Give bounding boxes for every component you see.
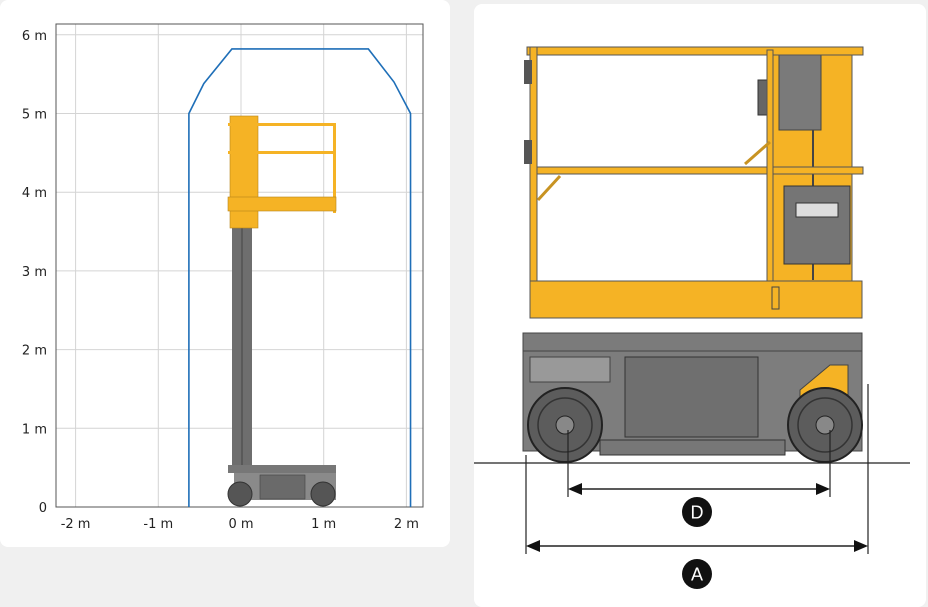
label-d: D [691, 503, 704, 523]
gate-post [333, 123, 336, 213]
label-a: A [691, 565, 703, 585]
rear-wheel [310, 481, 336, 507]
mid-rail [535, 166, 864, 175]
label-a-badge [682, 559, 712, 589]
x-tick-label: -1 m [143, 517, 173, 532]
platform-floor [227, 196, 337, 212]
dimensions-card: D A [474, 4, 926, 607]
chassis-top [228, 465, 336, 473]
front-wheel [527, 387, 603, 463]
chassis-top [522, 332, 863, 352]
lift-dimension-drawing: D A [474, 46, 910, 589]
control-box [778, 49, 822, 131]
overall-length-dimension: A [526, 540, 868, 589]
y-tick-label: 0 [39, 501, 47, 516]
wheelbase-dimension: D [568, 483, 830, 527]
y-tick-label: 6 m [22, 29, 47, 44]
working-range-chart: -2 m -1 m 0 m 1 m 2 m 0 1 m 2 m 3 m 4 m 5 m 6 m [22, 23, 424, 532]
plot-frame [55, 23, 424, 508]
y-tick-label: 1 m [22, 422, 47, 437]
working-envelope-line [188, 48, 412, 507]
power-box [783, 185, 851, 265]
x-tick-label: 1 m [311, 517, 336, 532]
x-tick-label: 0 m [228, 517, 253, 532]
platform-floor [529, 280, 863, 319]
top-rail [526, 46, 864, 56]
y-tick-label: 4 m [22, 186, 47, 201]
label-d-badge [682, 497, 712, 527]
front-wheel [227, 481, 253, 507]
battery-box [624, 356, 759, 438]
working-range-card: -2 m -1 m 0 m 1 m 2 m 0 1 m 2 m 3 m 4 m 5 m 6 m [0, 0, 450, 547]
y-tick-label: 3 m [22, 265, 47, 280]
top-rail [228, 123, 336, 126]
y-tick-label: 5 m [22, 108, 47, 123]
x-tick-label: -2 m [61, 517, 91, 532]
x-tick-label: 2 m [394, 517, 419, 532]
rear-wheel [787, 387, 863, 463]
mid-rail [228, 151, 336, 154]
lift-side-view [227, 115, 337, 507]
y-tick-label: 2 m [22, 344, 47, 359]
